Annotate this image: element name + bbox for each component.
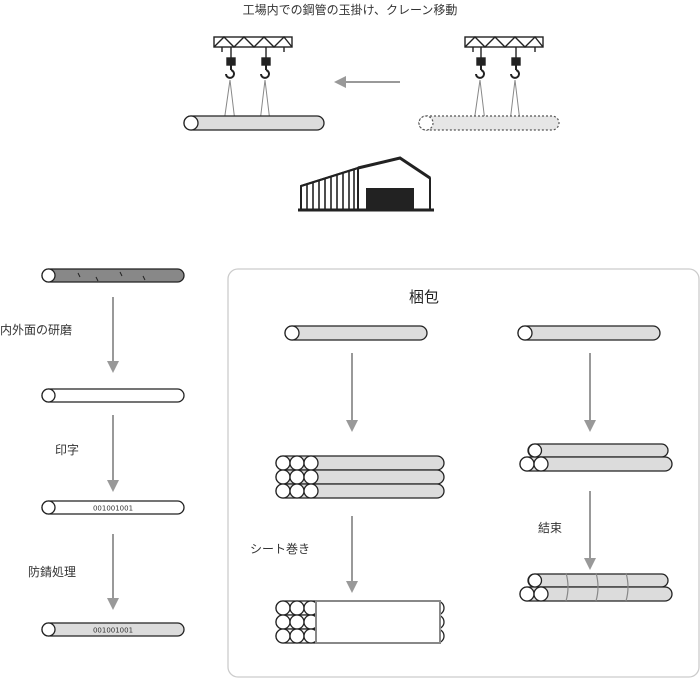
marking-code-2: 001001001	[93, 627, 133, 635]
arrow-pack-1	[346, 353, 358, 432]
arrow-print	[107, 415, 119, 492]
packing-frame	[227, 268, 700, 678]
pack-pipe-single-1	[284, 325, 428, 341]
pipe-lifted-left	[183, 115, 325, 131]
pipe-lifted-right-dotted	[418, 115, 560, 131]
label-bundle: 結束	[538, 521, 563, 535]
arrow-pack-2	[584, 353, 596, 432]
label-print: 印字	[55, 443, 80, 457]
pipe-stack-wrapped	[275, 600, 445, 644]
arrow-bundle	[584, 491, 596, 570]
label-polish: 内外面の研磨	[0, 323, 73, 337]
pipe-polished	[41, 388, 185, 403]
arrow-sheet-wrap	[346, 516, 358, 593]
pipe-pair-stack	[519, 443, 673, 472]
factory-icon	[298, 156, 434, 212]
diagram-title: 工場内での鋼管の玉掛け、クレーン移動	[242, 3, 458, 17]
pipe-rustproofed: 001001001	[41, 622, 185, 637]
crane-left	[213, 35, 293, 79]
arrow-crane-move	[334, 76, 400, 88]
label-sheet-wrap: シート巻き	[250, 542, 311, 556]
pipe-pair-bundled	[519, 572, 673, 602]
pipe-printed: 001001001	[41, 500, 185, 515]
arrow-rust	[107, 534, 119, 610]
marking-code-1: 001001001	[93, 505, 133, 513]
arrow-polish	[107, 297, 119, 373]
packing-title: 梱包	[409, 288, 440, 306]
pipe-stack-3x3	[275, 455, 445, 499]
pack-pipe-single-2	[517, 325, 661, 341]
crane-right	[464, 35, 544, 79]
pipe-raw	[41, 268, 185, 283]
label-rust: 防錆処理	[28, 565, 77, 579]
